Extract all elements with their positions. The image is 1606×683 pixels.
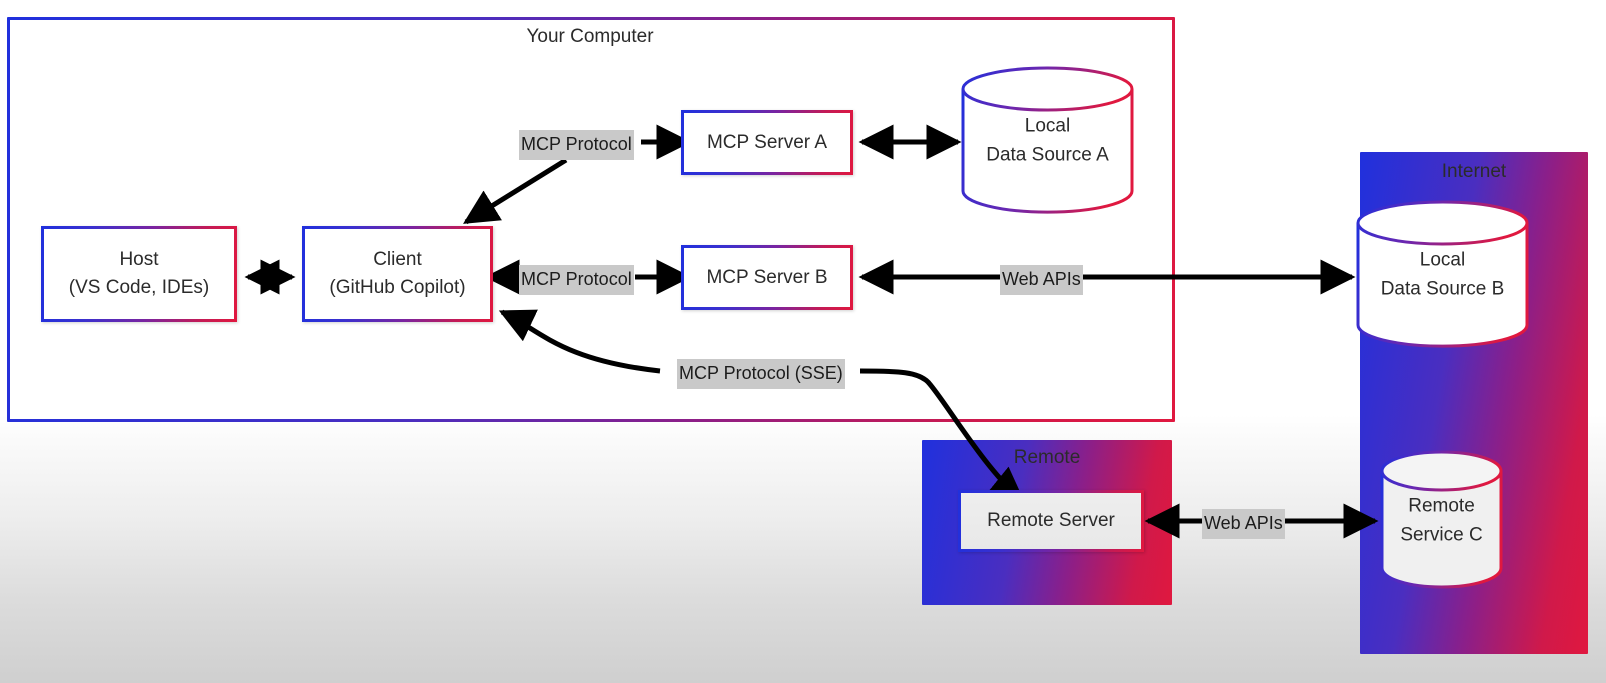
node-mcp-server-b-label: MCP Server B — [706, 266, 828, 288]
node-mcp-server-b[interactable]: MCP Server B — [681, 245, 853, 310]
edge-label-web-apis-b: Web APIs — [1000, 265, 1083, 295]
node-host-line1: Host — [119, 249, 159, 271]
edge-label-web-apis-c: Web APIs — [1202, 509, 1285, 539]
edge-label-mcp-protocol-b: MCP Protocol — [519, 265, 634, 295]
node-host-line2: (VS Code, IDEs) — [68, 277, 210, 298]
node-remote-server-label: Remote Server — [987, 510, 1115, 532]
container-remote-caption: Remote — [1013, 447, 1081, 468]
datastore-remote-service-c[interactable]: Remote Service C — [1379, 450, 1504, 590]
node-client-line1: Client — [373, 249, 422, 271]
node-mcp-server-a[interactable]: MCP Server A — [681, 110, 853, 175]
datastore-local-data-source-a[interactable]: Local Data Source A — [960, 66, 1135, 214]
container-internet-caption: Internet — [1441, 161, 1507, 182]
container-your-computer-caption: Your Computer — [526, 26, 654, 47]
node-mcp-server-a-label: MCP Server A — [706, 131, 828, 153]
edge-label-mcp-protocol-sse: MCP Protocol (SSE) — [677, 359, 845, 389]
node-host[interactable]: Host (VS Code, IDEs) — [41, 226, 237, 322]
edge-label-mcp-protocol-a: MCP Protocol — [519, 130, 634, 160]
node-client[interactable]: Client (GitHub Copilot) — [302, 226, 493, 322]
node-remote-server[interactable]: Remote Server — [958, 490, 1144, 552]
datastore-local-data-source-b[interactable]: Local Data Source B — [1355, 200, 1530, 348]
node-client-line2: (GitHub Copilot) — [329, 277, 466, 298]
